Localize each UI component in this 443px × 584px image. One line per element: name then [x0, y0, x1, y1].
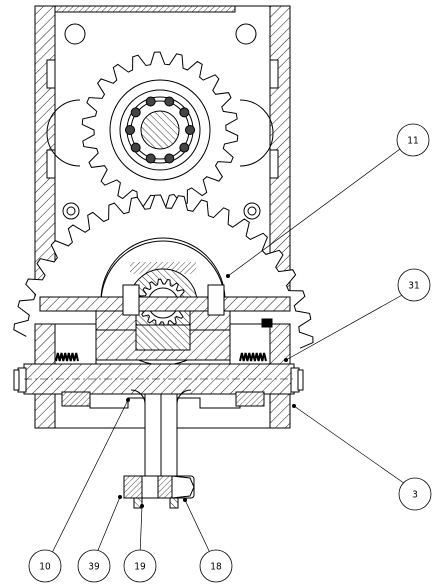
callout-31-label: 31 — [408, 281, 419, 292]
main-shaft — [13, 363, 304, 395]
callout-39-label: 39 — [88, 562, 100, 573]
coil-spring — [239, 352, 267, 362]
mounting-holes — [62, 23, 261, 220]
bearing-ball — [130, 107, 141, 118]
side-bosses — [46, 99, 274, 167]
bearing-ball — [145, 153, 156, 164]
upper-gear — [81, 51, 239, 209]
stem-fitting — [123, 389, 195, 509]
callout-18-label: 18 — [210, 562, 222, 573]
callout-10: 10 — [28, 549, 62, 583]
bearing-ball — [164, 96, 175, 107]
callout-10-label: 10 — [39, 562, 51, 573]
bearing-ball — [125, 125, 135, 135]
leader-lines — [51, 148, 409, 556]
leader-dots — [118, 274, 296, 508]
bearing-ball — [164, 153, 175, 164]
callout-31: 31 — [397, 268, 431, 302]
callout-11: 11 — [396, 123, 430, 157]
bearing-ball — [185, 125, 195, 135]
mid-plate — [34, 284, 291, 365]
bearing-ball — [179, 107, 190, 118]
coil-spring — [55, 352, 79, 362]
callout-18: 18 — [199, 549, 233, 583]
bearing-ball — [130, 142, 141, 153]
callout-11-label: 11 — [407, 136, 418, 147]
callout-39: 39 — [77, 549, 111, 583]
bearing-ball — [179, 142, 190, 153]
callout-3: 3 — [398, 477, 432, 511]
bearing-ball — [145, 96, 156, 107]
callout-19-label: 19 — [134, 562, 146, 573]
callout-3-label: 3 — [412, 490, 418, 501]
callout-19: 19 — [123, 549, 157, 583]
